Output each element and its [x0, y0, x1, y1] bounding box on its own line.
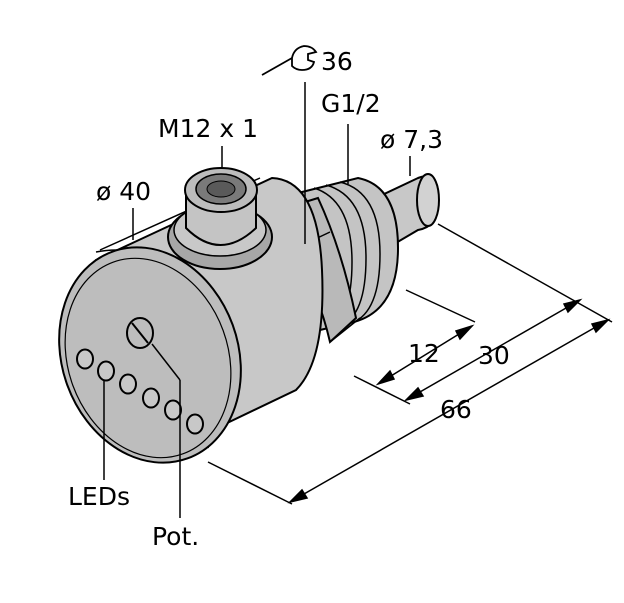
led: [142, 387, 160, 409]
leader-lines: [103, 82, 411, 518]
leds-label: LEDs: [68, 482, 130, 511]
dimension-lines: [287, 298, 611, 504]
probe-diameter-label: ø 7,3: [380, 125, 443, 154]
led-row: [76, 348, 204, 435]
led: [119, 373, 137, 395]
extension-lines: [207, 223, 613, 505]
led: [186, 413, 204, 435]
leader-pot-1: [151, 343, 181, 381]
dim-12-label: 12: [408, 339, 440, 368]
dim-line-12: [377, 325, 473, 385]
thread-label: G1/2: [321, 89, 381, 118]
led: [164, 399, 182, 421]
pot-label: Pot.: [152, 522, 199, 551]
dim-30-label: 30: [478, 341, 510, 370]
dim-line-66: [289, 319, 609, 503]
wrench-size-label: 36: [321, 47, 353, 76]
dim-line-30: [405, 299, 581, 401]
housing-diameter-label: ø 40: [96, 177, 151, 206]
potentiometer: [126, 317, 154, 349]
wrench-icon: [261, 45, 318, 76]
m12-connector: [167, 167, 273, 270]
dim-66-label: 66: [440, 395, 472, 424]
connector-label: M12 x 1: [158, 114, 258, 143]
led: [76, 348, 94, 370]
led: [97, 360, 115, 382]
